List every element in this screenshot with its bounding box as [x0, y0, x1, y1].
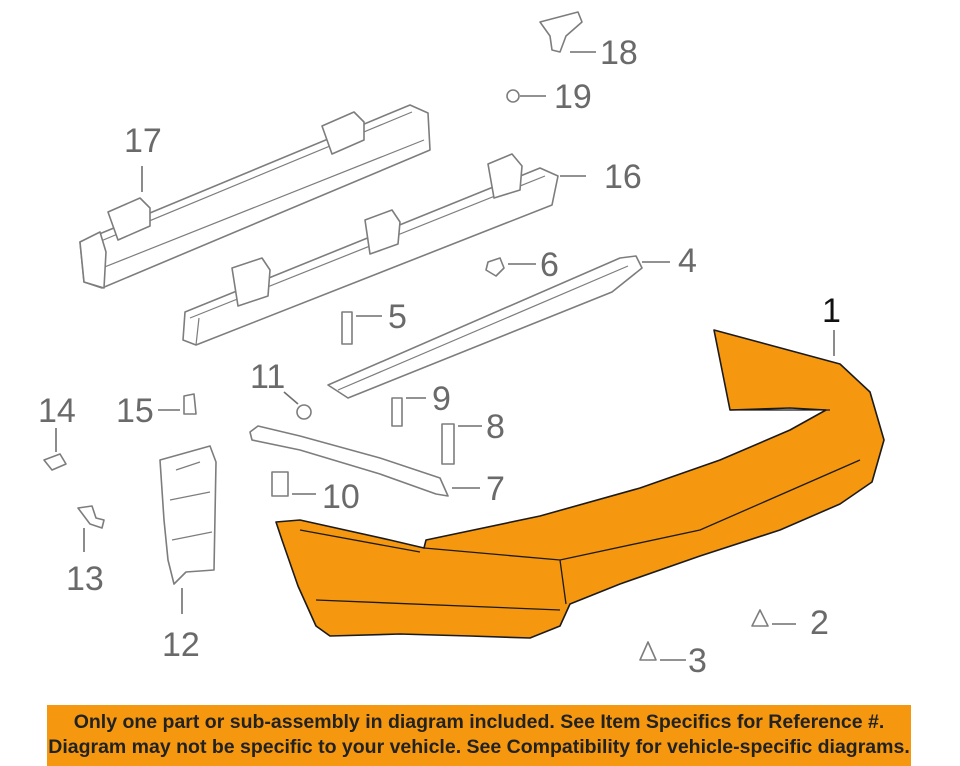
callout-9: 9 [432, 380, 451, 418]
part-16-absorber [182, 153, 559, 346]
part-4-retainer [327, 255, 643, 399]
callout-17: 17 [124, 122, 162, 160]
leader-lines [55, 51, 835, 661]
part-12-bracket [159, 445, 217, 585]
part-1-bumper-cover [275, 329, 885, 639]
notice-line-1: Only one part or sub-assembly in diagram… [73, 711, 885, 733]
part-17-reinforcement [79, 104, 431, 289]
callout-6: 6 [540, 246, 559, 284]
callout-19: 19 [554, 78, 592, 116]
callout-11: 11 [250, 358, 285, 396]
callout-8: 8 [486, 408, 505, 446]
callout-3: 3 [688, 642, 707, 680]
part-7-side-retainer [249, 425, 449, 497]
callout-4: 4 [678, 242, 697, 280]
callout-18: 18 [600, 34, 638, 72]
notice-banner: Only one part or sub-assembly in diagram… [47, 705, 911, 766]
callout-7: 7 [486, 470, 505, 508]
callout-15: 15 [116, 392, 154, 430]
callout-5: 5 [388, 298, 407, 336]
callout-13: 13 [66, 560, 104, 598]
fastener-parts [43, 11, 769, 661]
callout-14: 14 [38, 392, 76, 430]
callout-labels: 1 2 3 4 5 6 7 8 9 10 11 12 13 14 15 16 1… [38, 34, 841, 680]
callout-12: 12 [162, 626, 200, 664]
callout-10: 10 [322, 478, 360, 516]
notice-line-2: Diagram may not be specific to your vehi… [48, 736, 910, 758]
callout-2: 2 [810, 604, 829, 642]
callout-1: 1 [822, 292, 841, 330]
callout-16: 16 [604, 158, 642, 196]
